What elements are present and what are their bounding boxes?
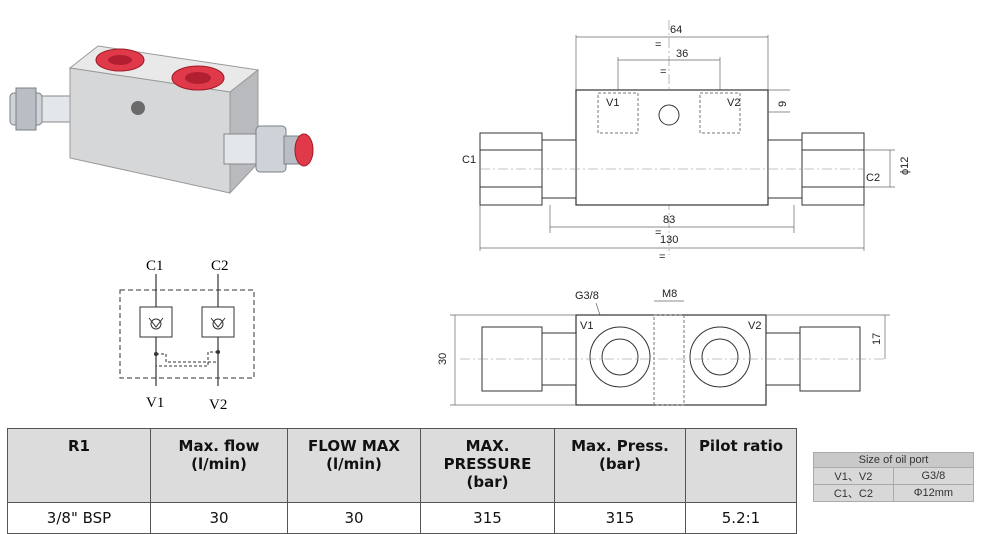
equal-mark: = — [655, 39, 661, 51]
front-port-v2: V2 — [727, 97, 740, 109]
front-view-drawing: 64 = 36 = V1 V2 9 C1 C2 ϕ12 83 = 130 — [462, 20, 911, 263]
oil-port-c-ports: C1、C2 — [813, 484, 894, 502]
dim-36: 36 — [676, 48, 688, 60]
product-photo — [9, 45, 314, 195]
spec-cell-pilot-ratio: 5.2:1 — [685, 502, 797, 534]
thread-label-g38: G3/8 — [575, 290, 599, 302]
dim-30: 30 — [437, 353, 449, 365]
spec-cell-flow-max: 30 — [287, 502, 421, 534]
schematic-label-c2: C2 — [211, 258, 229, 274]
top-port-v1: V1 — [580, 320, 593, 332]
equal-mark: = — [659, 251, 665, 263]
spec-header-max-press: Max. Press.(bar) — [554, 428, 686, 503]
hydraulic-schematic: C1 C2 V1 V2 — [119, 258, 255, 413]
table-row: V1、V2 G3/8 — [813, 467, 975, 485]
spec-cell-r1: 3/8" BSP — [7, 502, 151, 534]
front-port-c1: C1 — [462, 154, 476, 166]
spec-header-max-pressure: MAX. PRESSURE(bar) — [420, 428, 555, 503]
oil-port-c-size: Φ12mm — [892, 484, 975, 502]
table-row: C1、C2 Φ12mm — [813, 484, 975, 502]
check-valve-left — [139, 306, 173, 338]
schematic-label-v1: V1 — [146, 395, 164, 411]
spec-cell-max-pressure: 315 — [420, 502, 555, 534]
dim-17: 17 — [871, 333, 883, 345]
block-outline — [575, 89, 769, 206]
spec-header-r1: R1 — [7, 428, 151, 503]
oil-port-title: Size of oil port — [813, 452, 974, 468]
schematic-envelope — [119, 289, 255, 379]
front-port-v1: V1 — [606, 97, 619, 109]
spec-cell-max-flow: 30 — [150, 502, 288, 534]
spec-header-row: R1 Max. flow(l/min) FLOW MAX(l/min) MAX.… — [7, 428, 797, 503]
spec-header-pilot-ratio: Pilot ratio — [685, 428, 797, 503]
top-port-v2: V2 — [748, 320, 761, 332]
equal-mark: = — [660, 66, 666, 78]
spec-header-max-flow: Max. flow(l/min) — [150, 428, 288, 503]
oil-port-v-ports: V1、V2 — [813, 467, 894, 485]
red-port-caps — [95, 48, 225, 91]
oil-port-v-size: G3/8 — [892, 467, 975, 485]
dim-64: 64 — [670, 24, 682, 36]
left-fitting — [9, 87, 73, 131]
top-view-drawing: G3/8 M8 V1 V2 30 17 — [437, 288, 890, 406]
check-valve-right — [201, 306, 235, 338]
dim-9: 9 — [777, 101, 789, 107]
front-port-c2: C2 — [866, 172, 880, 184]
spec-table: R1 Max. flow(l/min) FLOW MAX(l/min) MAX.… — [7, 428, 797, 534]
spec-cell-max-press: 315 — [554, 502, 686, 534]
schematic-label-v2: V2 — [209, 397, 227, 413]
spec-header-flow-max: FLOW MAX(l/min) — [287, 428, 421, 503]
oil-port-table: Size of oil port V1、V2 G3/8 C1、C2 Φ12mm — [813, 452, 975, 502]
valve-block — [68, 45, 260, 195]
dim-130: 130 — [660, 234, 678, 246]
table-row: 3/8" BSP 30 30 315 315 5.2:1 — [7, 502, 797, 534]
dim-diameter-12: ϕ12 — [899, 157, 911, 175]
equal-mark: = — [655, 227, 661, 239]
right-fitting — [223, 125, 314, 173]
schematic-label-c1: C1 — [146, 258, 164, 274]
dim-83: 83 — [663, 214, 675, 226]
mount-label-m8: M8 — [662, 288, 677, 300]
